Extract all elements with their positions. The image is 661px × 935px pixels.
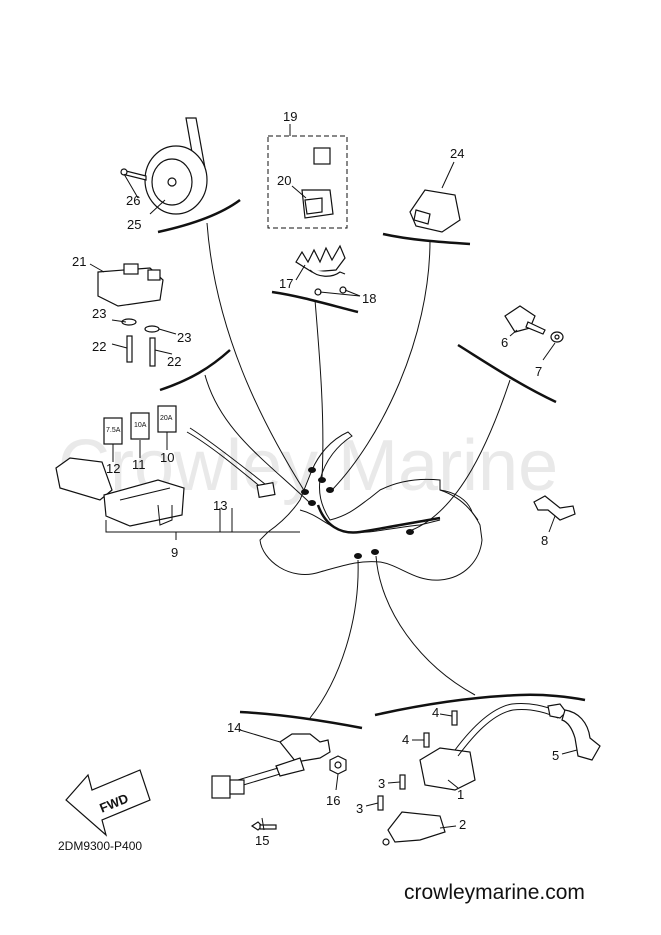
site-url: crowleymarine.com (404, 881, 585, 904)
callout-14: 14 (227, 720, 241, 735)
bracket-17 (295, 244, 347, 296)
screw-4a (451, 710, 458, 726)
relay (313, 147, 331, 165)
fuse-box (55, 457, 185, 527)
wire-lead (186, 427, 276, 498)
callout-15: 15 (255, 833, 269, 848)
diagram-code: 2DM9300-P400 (58, 839, 142, 853)
callout-2: 2 (459, 817, 466, 832)
callout-10: 10 (160, 450, 174, 465)
screw-3a (399, 774, 406, 790)
callout-7: 7 (535, 364, 542, 379)
callout-24: 24 (450, 146, 464, 161)
fuses: 7.5A 10A 20A (103, 405, 177, 445)
coil-plug-group (377, 703, 601, 846)
rectifier (409, 189, 461, 233)
callout-17: 17 (279, 276, 293, 291)
callout-8: 8 (541, 533, 548, 548)
callout-22a: 22 (92, 339, 106, 354)
washer-23a (121, 318, 137, 326)
relay-assembly (267, 135, 348, 229)
callout-23a: 23 (92, 306, 106, 321)
coupler (211, 775, 231, 799)
bolt-22b (149, 337, 156, 367)
callout-21: 21 (72, 254, 86, 269)
callout-brackets (105, 508, 300, 540)
callout-22b: 22 (167, 354, 181, 369)
fuse-11 (130, 412, 150, 440)
callout-12: 12 (106, 461, 120, 476)
sensor-assembly (504, 305, 564, 343)
washer-23b (144, 325, 160, 333)
callout-6: 6 (501, 335, 508, 350)
callout-26: 26 (126, 193, 140, 208)
scooter-silhouette (259, 431, 483, 581)
fuse-10-label: 20A (160, 415, 173, 422)
horn-assembly (120, 117, 208, 215)
plug-cap-5 (561, 709, 601, 761)
starter-relay (97, 267, 164, 307)
fuse-12-label: 7.5A (106, 427, 121, 434)
ignition-coil-group (211, 733, 347, 831)
callout-3b: 3 (356, 801, 363, 816)
starter-relay-assembly (97, 263, 164, 367)
callout-13: 13 (213, 498, 227, 513)
group-brackets (157, 198, 586, 730)
callout-16: 16 (326, 793, 340, 808)
callout-18: 18 (362, 291, 376, 306)
callout-9: 9 (171, 545, 178, 560)
callout-4a: 4 (432, 705, 439, 720)
fuse-11-label: 10A (134, 422, 147, 429)
ignition-coil (419, 747, 476, 791)
callout-11: 11 (132, 457, 146, 472)
callout-19: 19 (283, 109, 297, 124)
callout-1: 1 (457, 787, 464, 802)
bracket-2 (387, 811, 446, 843)
callout-25: 25 (127, 217, 141, 232)
callout-23b: 23 (177, 330, 191, 345)
screw-4b (423, 732, 430, 748)
clamp (533, 495, 576, 521)
callout-numbers: 1 2 3 3 4 4 5 6 7 8 9 10 11 12 13 14 15 … (72, 109, 559, 848)
screw-3b (377, 795, 384, 811)
bolt-22a (126, 335, 133, 363)
callout-4b: 4 (402, 732, 409, 747)
callout-5: 5 (552, 748, 559, 763)
forward-arrow-icon: FWD (65, 769, 151, 837)
callout-20: 20 (277, 173, 291, 188)
callout-ticks (89, 124, 578, 831)
leader-lines (204, 222, 511, 719)
callout-3a: 3 (378, 776, 385, 791)
